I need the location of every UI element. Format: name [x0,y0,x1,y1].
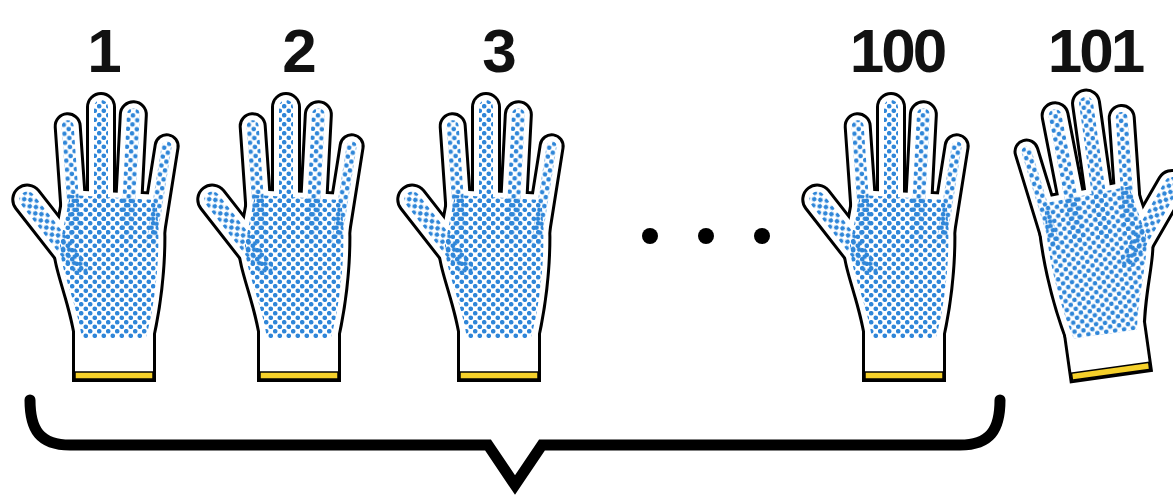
item-number: 1 [87,20,118,82]
grouping-brace [30,400,1000,485]
item-number: 3 [482,20,513,82]
item-number: 2 [282,20,313,82]
glove-drawing [1008,79,1173,384]
glove-drawing [799,95,968,379]
item-number: 101 [1048,20,1142,82]
glove-drawing [394,95,563,379]
glove-drawing [194,95,363,379]
glove-drawing [9,95,178,379]
ellipsis-dots [642,228,770,244]
item-number: 100 [850,20,944,82]
